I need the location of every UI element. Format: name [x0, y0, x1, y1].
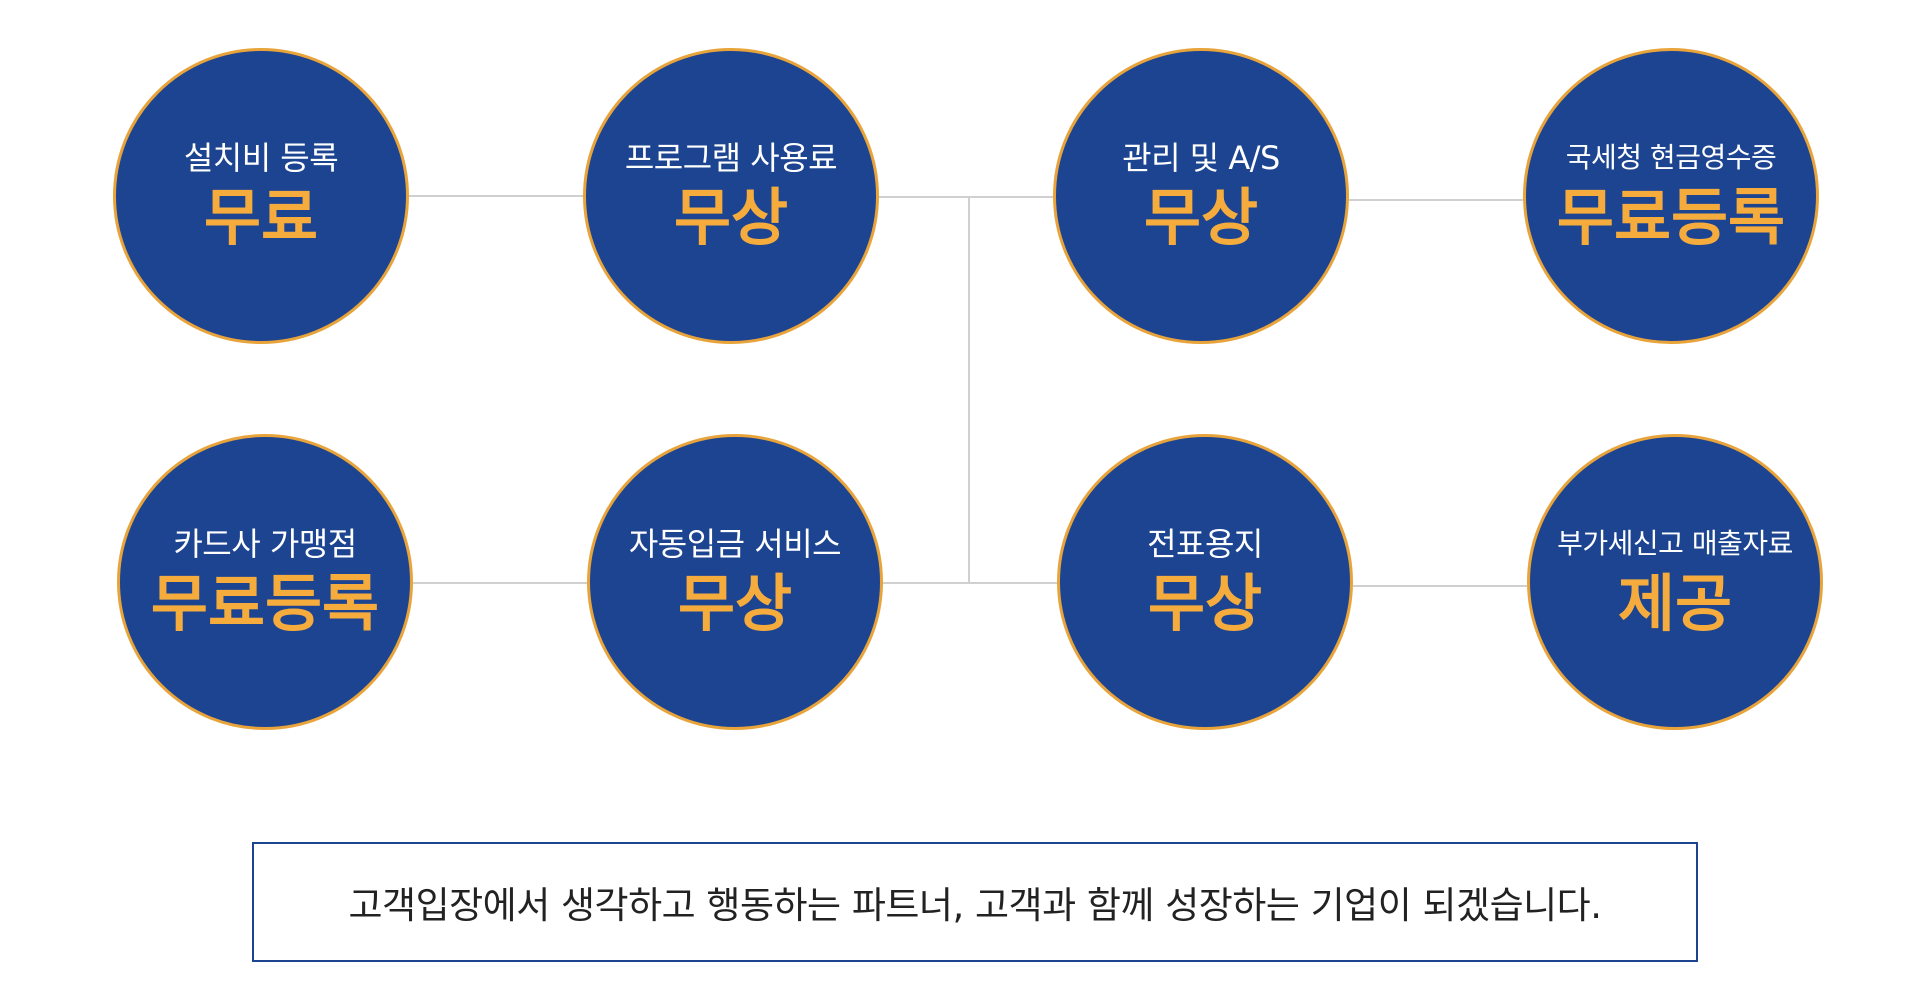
service-circle-auto-deposit: 자동입금 서비스 무상 [587, 434, 883, 730]
service-label: 자동입금 서비스 [628, 525, 842, 563]
service-label: 부가세신고 매출자료 [1557, 527, 1793, 560]
service-value: 무상 [1143, 181, 1259, 254]
service-label: 국세청 현금영수증 [1565, 141, 1777, 174]
service-circle-vat-sales-data: 부가세신고 매출자료 제공 [1527, 434, 1823, 730]
service-label: 전표용지 [1147, 525, 1263, 563]
service-label: 카드사 가맹점 [173, 525, 357, 563]
service-circle-installation: 설치비 등록 무료 [113, 48, 409, 344]
service-value: 무상 [677, 567, 793, 640]
service-circle-program-fee: 프로그램 사용료 무상 [583, 48, 879, 344]
service-label: 관리 및 A/S [1122, 139, 1280, 177]
service-circle-maintenance: 관리 및 A/S 무상 [1053, 48, 1349, 344]
service-value: 무상 [673, 181, 789, 254]
slogan-text: 고객입장에서 생각하고 행동하는 파트너, 고객과 함께 성장하는 기업이 되겠… [348, 884, 1602, 927]
service-label: 설치비 등록 [183, 139, 339, 177]
service-value: 무상 [1147, 567, 1263, 640]
service-label: 프로그램 사용료 [624, 139, 838, 177]
service-circle-slip-paper: 전표용지 무상 [1057, 434, 1353, 730]
service-value: 무료등록 [150, 567, 380, 640]
service-circle-cash-receipt: 국세청 현금영수증 무료등록 [1523, 48, 1819, 344]
service-value: 무료등록 [1556, 181, 1786, 254]
slogan-box: 고객입장에서 생각하고 행동하는 파트너, 고객과 함께 성장하는 기업이 되겠… [252, 842, 1698, 962]
service-value: 무료 [203, 181, 319, 254]
service-circle-card-merchant: 카드사 가맹점 무료등록 [117, 434, 413, 730]
service-value: 제공 [1617, 567, 1733, 640]
